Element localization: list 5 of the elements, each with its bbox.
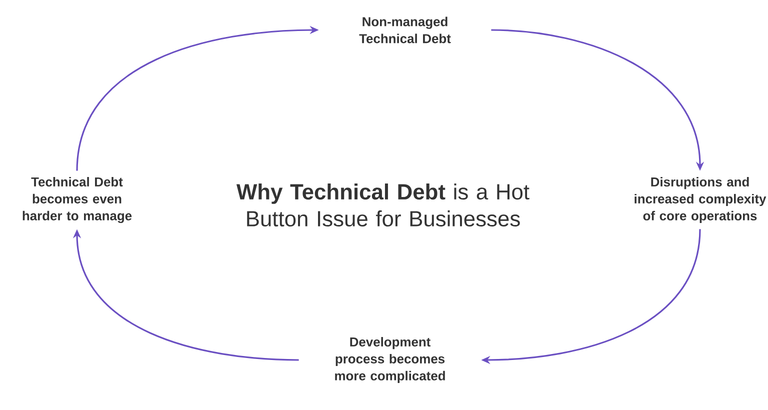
step-label: Development process becomes more complicated [335, 337, 445, 383]
step-label: Technical Debt becomes even harder to manage [22, 177, 132, 223]
step-label: Disruptions and increased complexity of core operations [634, 177, 766, 223]
title: Why Technical Debt is a Hot Button Issue for Businesses [236, 184, 530, 226]
step-label: Non-managed Technical Debt [359, 16, 451, 44]
